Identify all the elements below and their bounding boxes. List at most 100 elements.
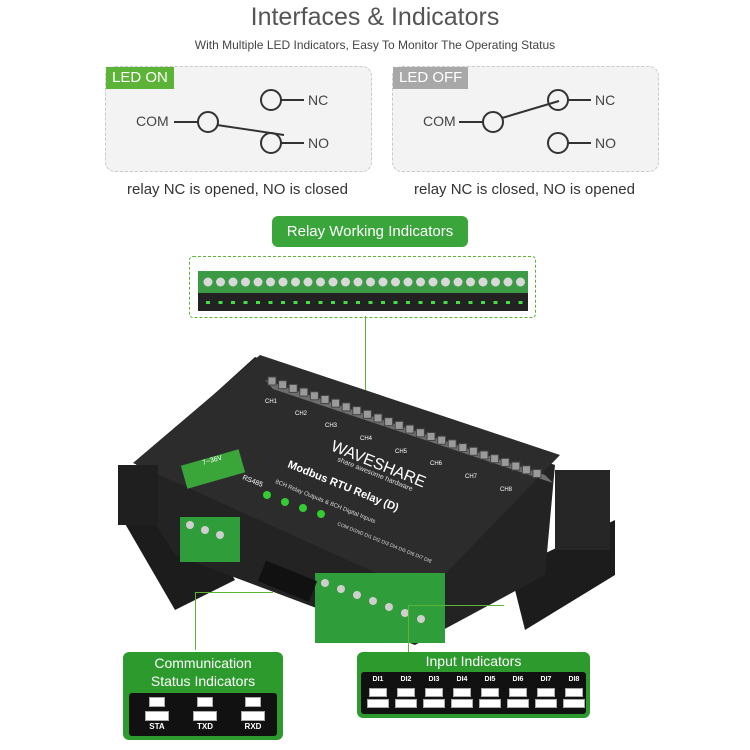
input-led-label: DI1 [372, 676, 384, 683]
relay-led [356, 301, 360, 304]
channel-terminal [309, 391, 319, 401]
led-off-panel: LED OFF COM NC NO [392, 66, 659, 172]
channel-terminal [352, 406, 362, 416]
channel-terminal [278, 380, 288, 390]
relay-led [506, 301, 510, 304]
terminal-screw [403, 277, 413, 287]
input-pointer-h [408, 605, 504, 606]
led-off-caption: relay NC is closed, NO is opened [414, 181, 635, 198]
terminal-screw [337, 585, 345, 593]
channel-terminal [331, 398, 341, 408]
terminal-screw [328, 277, 338, 287]
led-off-nc-label: NC [595, 92, 616, 108]
terminal-screw [228, 277, 238, 287]
terminal-screw [453, 277, 463, 287]
led-pad [397, 688, 415, 697]
channel-terminal [447, 439, 457, 449]
relay-device: WAVESHARE share awesome hardware Modbus … [118, 355, 615, 645]
input-led-label: DI5 [484, 676, 496, 683]
terminal-screw [503, 277, 513, 287]
terminal-strip-graphic [198, 271, 528, 311]
channel-terminal [299, 387, 309, 397]
channel-terminal [288, 383, 298, 393]
relay-led [443, 301, 448, 304]
led-pad [453, 688, 471, 697]
led-body [423, 699, 445, 708]
led-pad [245, 697, 261, 707]
input-led-label: DI7 [540, 676, 552, 683]
page-title: Interfaces & Indicators [250, 3, 500, 31]
comm-led-label: TXD [197, 722, 213, 731]
channel-terminal [532, 469, 542, 478]
led-pad [537, 688, 555, 697]
channel-terminal [373, 413, 383, 423]
relay-led [381, 301, 385, 304]
input-pointer-v [408, 605, 409, 653]
terminal-screw [428, 277, 438, 287]
relay-led [468, 301, 473, 304]
terminal-screw [369, 597, 377, 605]
terminal-screw [353, 277, 363, 287]
terminal-screw [316, 277, 325, 287]
relay-led [368, 301, 373, 304]
channel-label: CH4 [360, 436, 373, 442]
terminal-screw [341, 277, 350, 287]
channel-terminal [521, 465, 531, 475]
relay-led [318, 301, 323, 304]
terminal-strip-zoom [189, 256, 536, 318]
relay-led [418, 301, 423, 304]
channel-terminal [405, 424, 415, 434]
input-led-label: DI6 [512, 676, 524, 683]
terminal-screw [203, 277, 213, 287]
relay-led [393, 301, 398, 304]
relay-led [406, 301, 410, 304]
comm-led-sta: STA [137, 697, 177, 733]
channel-terminal [394, 420, 404, 430]
input-led-di4: DI4 [449, 676, 475, 712]
terminal-screw [291, 277, 300, 287]
led-body [451, 699, 473, 708]
channel-label: CH5 [395, 449, 408, 455]
channel-label: CH8 [500, 487, 513, 493]
led-on-panel: LED ON COM NC NO [105, 66, 372, 172]
led-pad [197, 697, 213, 707]
relay-led [256, 301, 260, 304]
relay-led [218, 301, 223, 304]
led-on-com-label: COM [136, 113, 169, 129]
led-body [507, 699, 529, 708]
comm-status-label-2: Status Indicators [150, 673, 256, 689]
relay-led [231, 301, 235, 304]
terminal-screw [478, 277, 488, 287]
channel-terminal [426, 432, 436, 441]
terminal-screw [385, 603, 393, 611]
channel-terminal [384, 417, 394, 427]
terminal-screw [321, 579, 329, 587]
led-on-tag: LED ON [106, 67, 174, 89]
led-body [241, 711, 265, 721]
relay-indicators-label: Relay Working Indicators [272, 216, 468, 247]
terminal-screw [278, 277, 288, 287]
relay-led [481, 301, 485, 304]
led-pad [369, 688, 387, 697]
terminal-screw [201, 526, 209, 534]
comm-led-label: RXD [244, 722, 262, 731]
channel-terminal [500, 457, 510, 467]
led-body [395, 699, 417, 708]
channel-label: CH7 [465, 474, 478, 480]
terminal-screw [186, 521, 194, 529]
input-indicators-label: Input Indicators [425, 653, 522, 669]
terminal-screw [366, 277, 375, 287]
relay-led [293, 301, 298, 304]
channel-terminal [362, 409, 372, 419]
input-led-di2: DI2 [393, 676, 419, 712]
led-body [479, 699, 501, 708]
relay-led [456, 301, 460, 304]
input-led-di5: DI5 [477, 676, 503, 712]
led-pad [481, 688, 499, 697]
led-on-no-label: NO [308, 135, 329, 151]
channel-terminal [320, 395, 330, 404]
comm-status-led-panel: STA TXD RXD [129, 693, 277, 736]
terminal-screw [416, 277, 425, 287]
